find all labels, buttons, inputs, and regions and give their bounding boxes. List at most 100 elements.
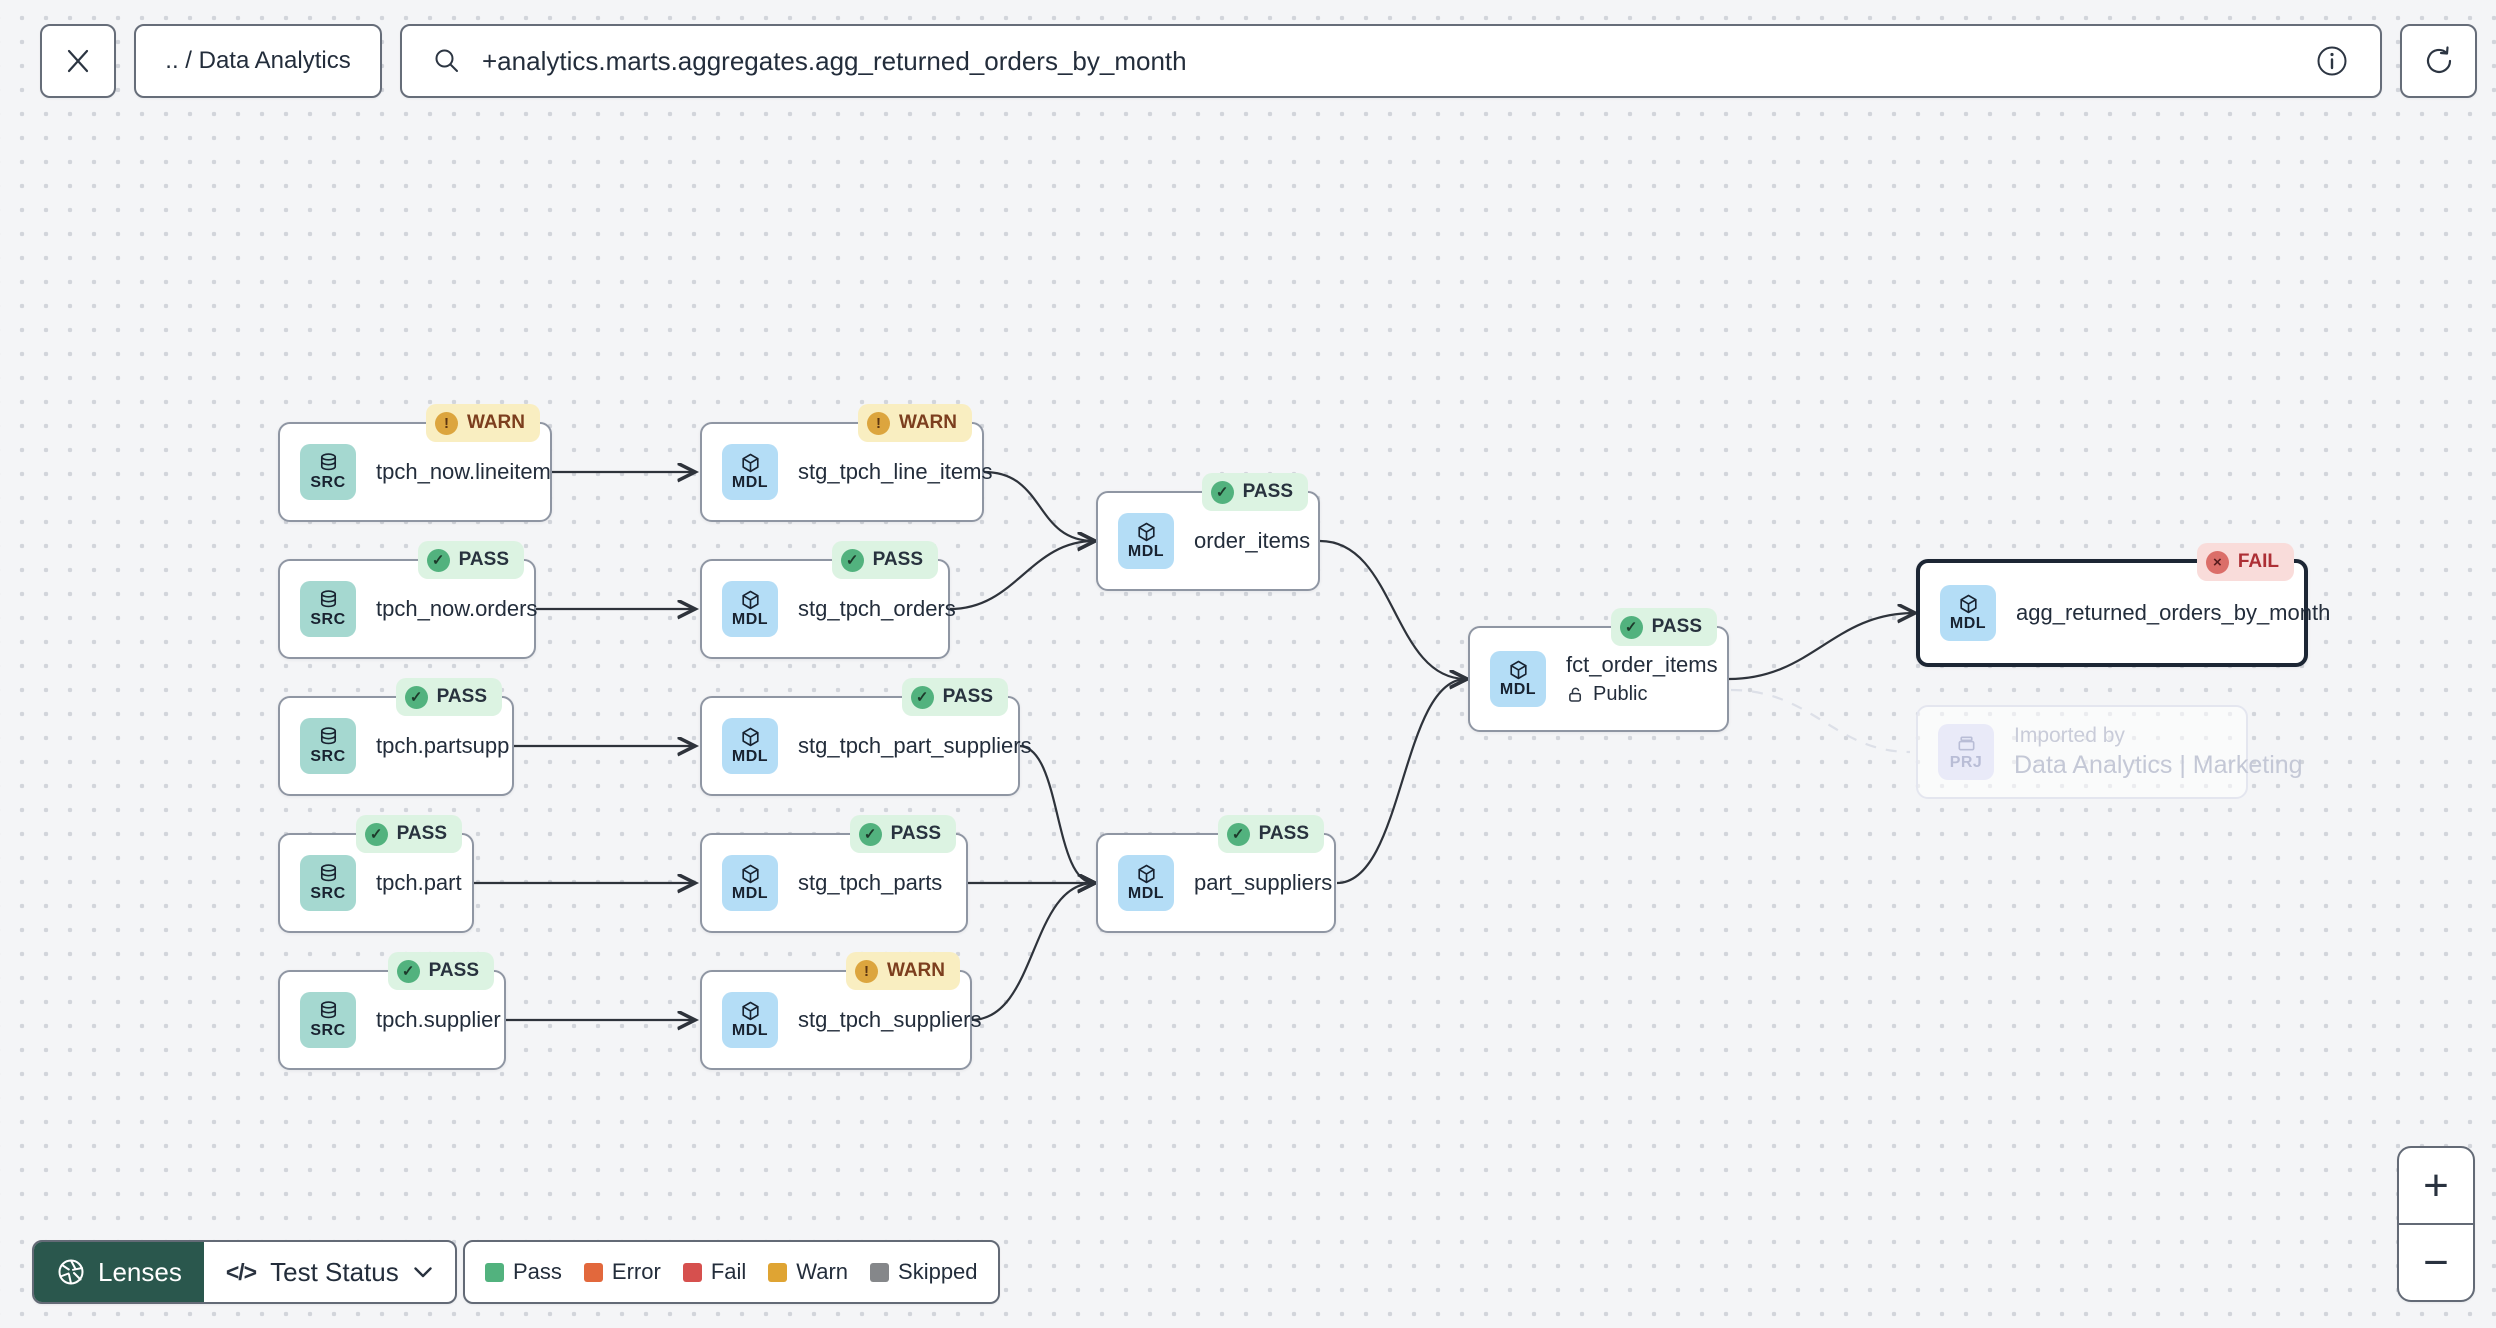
legend-item-error: Error xyxy=(583,1259,661,1285)
source-kind-tile: SRC xyxy=(300,444,356,500)
legend-item-warn: Warn xyxy=(768,1259,848,1285)
warn-icon xyxy=(866,411,890,435)
model-kind-tile: MDL xyxy=(1940,585,1996,641)
database-icon xyxy=(320,590,336,608)
source-kind-tile: SRC xyxy=(300,718,356,774)
error-swatch xyxy=(583,1262,603,1282)
aperture-icon xyxy=(58,1259,84,1285)
cube-icon xyxy=(741,1001,759,1021)
node-stg_tpch_suppliers[interactable]: MDL stg_tpch_suppliers WARN xyxy=(700,952,981,1070)
cube-icon xyxy=(1959,594,1977,614)
node-part_suppliers[interactable]: MDL part_suppliers PASS xyxy=(1096,815,1336,933)
warn-swatch xyxy=(768,1262,788,1282)
access-row: Public xyxy=(1566,683,1718,706)
status-badge: WARN xyxy=(845,952,960,990)
check-icon xyxy=(1619,615,1643,639)
node-stg_tpch_parts[interactable]: MDL stg_tpch_parts PASS xyxy=(700,815,968,933)
node-stg_tpch_orders[interactable]: MDL stg_tpch_orders PASS xyxy=(700,541,956,659)
archive-box-icon xyxy=(1957,736,1975,751)
node-stg_tpch_line_items[interactable]: MDL stg_tpch_line_items WARN xyxy=(700,404,992,522)
close-button[interactable] xyxy=(40,24,116,98)
model-kind-tile: MDL xyxy=(722,444,778,500)
node-imported-by-project: PRJ Imported by Data Analytics | Marketi… xyxy=(1916,705,2303,799)
database-icon xyxy=(320,1001,336,1019)
check-icon xyxy=(426,548,450,572)
node-order_items[interactable]: MDL order_items PASS xyxy=(1096,473,1320,591)
node-stg_tpch_part_suppliers[interactable]: MDL stg_tpch_part_suppliers PASS xyxy=(700,678,1032,796)
zoom-in-button[interactable]: + xyxy=(2399,1148,2473,1225)
check-icon xyxy=(404,685,428,709)
zoom-out-button[interactable]: − xyxy=(2423,1237,2449,1287)
fail-icon xyxy=(2205,550,2229,574)
database-icon xyxy=(320,864,336,882)
node-fct_order_items[interactable]: MDL fct_order_items Public PASS xyxy=(1468,608,1729,732)
check-icon xyxy=(858,822,882,846)
check-icon xyxy=(396,959,420,983)
fail-swatch xyxy=(682,1262,702,1282)
source-kind-tile: SRC xyxy=(300,855,356,911)
source-kind-tile: SRC xyxy=(300,581,356,637)
model-kind-tile: MDL xyxy=(722,718,778,774)
status-badge: WARN xyxy=(857,404,972,442)
warn-icon xyxy=(434,411,458,435)
chevron-down-icon xyxy=(414,1266,432,1277)
model-kind-tile: MDL xyxy=(1118,855,1174,911)
check-icon xyxy=(840,548,864,572)
info-icon[interactable] xyxy=(2314,43,2350,79)
zoom-controls: + − xyxy=(2397,1146,2475,1302)
cube-icon xyxy=(741,453,759,473)
legend-item-fail: Fail xyxy=(682,1259,746,1285)
status-badge: PASS xyxy=(417,541,524,579)
status-badge: PASS xyxy=(1217,815,1324,853)
refresh-icon xyxy=(2426,46,2451,74)
search-icon xyxy=(435,49,458,72)
check-icon xyxy=(910,685,934,709)
check-icon xyxy=(364,822,388,846)
node-tpch_now-lineitem[interactable]: SRC tpch_now.lineitem WARN xyxy=(278,404,552,522)
check-icon xyxy=(1226,822,1250,846)
status-badge: PASS xyxy=(831,541,938,579)
check-icon xyxy=(1210,480,1234,504)
warn-icon xyxy=(854,959,878,983)
node-agg_returned_orders_by_month[interactable]: MDL agg_returned_orders_by_month FAIL xyxy=(1916,543,2330,667)
status-badge: WARN xyxy=(425,404,540,442)
status-badge: PASS xyxy=(1201,473,1308,511)
cube-icon xyxy=(1137,522,1155,542)
cube-icon xyxy=(741,590,759,610)
legend-item-skipped: Skipped xyxy=(870,1259,978,1285)
search-bar[interactable] xyxy=(400,24,2382,98)
node-tpch-supplier[interactable]: SRC tpch.supplier PASS xyxy=(278,952,506,1070)
node-tpch_now-orders[interactable]: SRC tpch_now.orders PASS xyxy=(278,541,537,659)
status-badge: PASS xyxy=(901,678,1008,716)
status-badge: PASS xyxy=(387,952,494,990)
cube-icon xyxy=(741,864,759,884)
skipped-swatch xyxy=(870,1262,890,1282)
refresh-button[interactable] xyxy=(2400,24,2477,98)
lenses-button[interactable]: Lenses xyxy=(34,1242,204,1302)
source-kind-tile: SRC xyxy=(300,992,356,1048)
close-icon xyxy=(67,49,89,73)
node-tpch-part[interactable]: SRC tpch.part PASS xyxy=(278,815,474,933)
lens-dropdown[interactable]: </> Test Status xyxy=(204,1242,455,1302)
model-kind-tile: MDL xyxy=(722,992,778,1048)
status-badge: PASS xyxy=(849,815,956,853)
status-badge: FAIL xyxy=(2196,543,2294,581)
lenses-control: Lenses </> Test Status xyxy=(32,1240,457,1304)
node-tpch-partsupp[interactable]: SRC tpch.partsupp PASS xyxy=(278,678,514,796)
model-kind-tile: MDL xyxy=(722,581,778,637)
breadcrumb-label: .. / Data Analytics xyxy=(165,47,351,74)
breadcrumb[interactable]: .. / Data Analytics xyxy=(134,24,382,98)
status-badge: PASS xyxy=(355,815,462,853)
cube-icon xyxy=(741,727,759,747)
status-badge: PASS xyxy=(395,678,502,716)
model-kind-tile: MDL xyxy=(1490,651,1546,707)
search-input[interactable] xyxy=(480,44,2296,78)
database-icon xyxy=(320,453,336,471)
status-badge: PASS xyxy=(1610,608,1717,646)
cube-icon xyxy=(1509,660,1527,680)
project-kind-tile: PRJ xyxy=(1938,724,1994,780)
code-icon: </> xyxy=(225,1258,257,1285)
legend-item-pass: Pass xyxy=(485,1259,562,1285)
